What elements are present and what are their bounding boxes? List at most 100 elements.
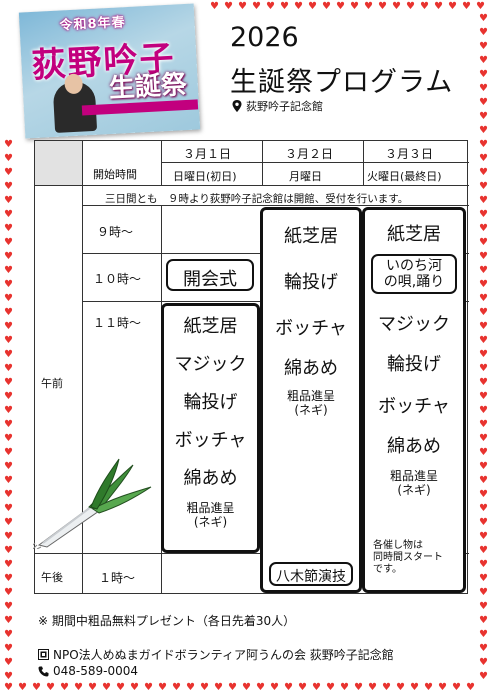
day3-item-ring-toss: 輪投げ (387, 354, 441, 375)
heart-icon: ♥ (224, 1, 233, 12)
organization-line: NPO法人めぬまガイドボランティア阿うんの会 荻野吟子記念館 (38, 646, 394, 663)
heart-icon: ♥ (350, 1, 359, 12)
heart-icon: ♥ (479, 209, 488, 220)
phone-icon (38, 666, 49, 676)
schedule-table: 開始時間 ３月１日 日曜日(初日) ３月２日 月曜日 ３月３日 火曜日(最終日)… (33, 140, 469, 594)
heart-icon: ♥ (479, 41, 488, 52)
heart-icon: ♥ (479, 181, 488, 192)
inochigawa-line1: いのち河 (386, 258, 442, 274)
festival-poster-image: 令和8年春 荻野吟子 生誕祭 (18, 3, 201, 139)
heart-icon: ♥ (4, 237, 13, 248)
day1-opening-ceremony: 開会式 (166, 259, 254, 291)
leek-icon (33, 458, 152, 549)
heart-icon: ♥ (4, 503, 13, 514)
heart-icon: ♥ (4, 517, 13, 528)
poster-sub-text: 生誕祭 (108, 69, 188, 105)
heart-icon: ♥ (256, 682, 265, 693)
heart-icon: ♥ (382, 682, 391, 693)
heart-icon: ♥ (308, 1, 317, 12)
heart-icon: ♥ (479, 153, 488, 164)
heart-icon: ♥ (326, 682, 335, 693)
heart-icon: ♥ (354, 682, 363, 693)
heart-icon: ♥ (448, 1, 457, 12)
time-10: １０時～ (93, 272, 142, 286)
heart-icon: ♥ (424, 682, 433, 693)
day1-date: ３月１日 (183, 147, 232, 161)
heart-icon: ♥ (88, 682, 97, 693)
day3-item-magic: マジック (378, 314, 450, 335)
heart-icon: ♥ (4, 195, 13, 206)
heart-icon: ♥ (479, 657, 488, 668)
heart-icon: ♥ (172, 682, 181, 693)
heart-icon: ♥ (4, 363, 13, 374)
heart-icon: ♥ (479, 251, 488, 262)
heart-icon: ♥ (479, 69, 488, 80)
heart-icon: ♥ (479, 237, 488, 248)
heart-icon: ♥ (280, 1, 289, 12)
heart-icon: ♥ (479, 559, 488, 570)
time-13: １時～ (99, 571, 136, 585)
heart-icon: ♥ (479, 545, 488, 556)
location-pin-icon (232, 100, 242, 112)
heart-icon: ♥ (462, 1, 471, 12)
heart-icon: ♥ (466, 682, 475, 693)
heart-icon: ♥ (336, 1, 345, 12)
pm-label: 午後 (41, 571, 63, 584)
heart-icon: ♥ (479, 573, 488, 584)
heart-icon: ♥ (479, 125, 488, 136)
grid-line (35, 553, 469, 554)
heart-icon: ♥ (4, 489, 13, 500)
heart-icon: ♥ (479, 55, 488, 66)
day3-weekday: 火曜日(最終日) (367, 170, 442, 183)
heart-icon: ♥ (479, 489, 488, 500)
day3-activity-box: 紙芝居 いのち河 の唄,踊り マジック 輪投げ ボッチャ 綿あめ 粗品進呈 (ネ… (362, 207, 466, 593)
heart-icon: ♥ (476, 1, 485, 12)
heart-icon: ♥ (4, 153, 13, 164)
heart-icon: ♥ (479, 601, 488, 612)
heart-icon: ♥ (479, 13, 488, 24)
grid-line (363, 141, 364, 185)
yagibushi-label: 八木節演技 (276, 569, 346, 585)
heart-icon: ♥ (214, 682, 223, 693)
time-11: １１時～ (93, 316, 142, 330)
heart-icon: ♥ (479, 391, 488, 402)
heart-icon: ♥ (4, 629, 13, 640)
heart-icon: ♥ (4, 643, 13, 654)
heart-icon: ♥ (4, 461, 13, 472)
day2-item-kamishibai: 紙芝居 (284, 226, 338, 247)
heart-icon: ♥ (4, 139, 13, 150)
heart-icon: ♥ (4, 307, 13, 318)
building-icon (38, 649, 49, 660)
heart-icon: ♥ (4, 475, 13, 486)
heart-icon: ♥ (270, 682, 279, 693)
heart-icon: ♥ (32, 682, 41, 693)
heart-icon: ♥ (4, 615, 13, 626)
heart-icon: ♥ (479, 349, 488, 360)
heart-icon: ♥ (479, 433, 488, 444)
heart-icon: ♥ (242, 682, 251, 693)
simul-note-line3: です。 (373, 564, 402, 575)
day2-activity-box: 紙芝居 輪投げ ボッチャ 綿あめ 粗品進呈 (ネギ) 八木節演技 (260, 207, 362, 593)
heart-icon: ♥ (46, 682, 55, 693)
day1-item-boccia: ボッチャ (174, 430, 247, 451)
start-time-header: 開始時間 (93, 168, 137, 181)
day3-gift-line2: (ネギ) (397, 483, 431, 497)
heart-icon: ♥ (479, 223, 488, 234)
heart-icon: ♥ (294, 1, 303, 12)
heart-icon: ♥ (479, 335, 488, 346)
venue-name: 荻野吟子記念館 (246, 100, 323, 113)
heart-icon: ♥ (479, 111, 488, 122)
heart-icon: ♥ (4, 251, 13, 262)
heart-icon: ♥ (102, 682, 111, 693)
heart-icon: ♥ (4, 682, 13, 693)
heart-icon: ♥ (396, 682, 405, 693)
heart-icon: ♥ (228, 682, 237, 693)
heart-icon: ♥ (479, 363, 488, 374)
day3-item-cotton-candy: 綿あめ (387, 436, 441, 457)
day2-weekday: 月曜日 (289, 170, 322, 183)
day3-item-kamishibai: 紙芝居 (387, 224, 441, 245)
day1-gift-line2: (ネギ) (193, 515, 228, 529)
heart-icon: ♥ (479, 139, 488, 150)
day2-item-boccia: ボッチャ (275, 318, 347, 339)
heart-icon: ♥ (392, 1, 401, 12)
